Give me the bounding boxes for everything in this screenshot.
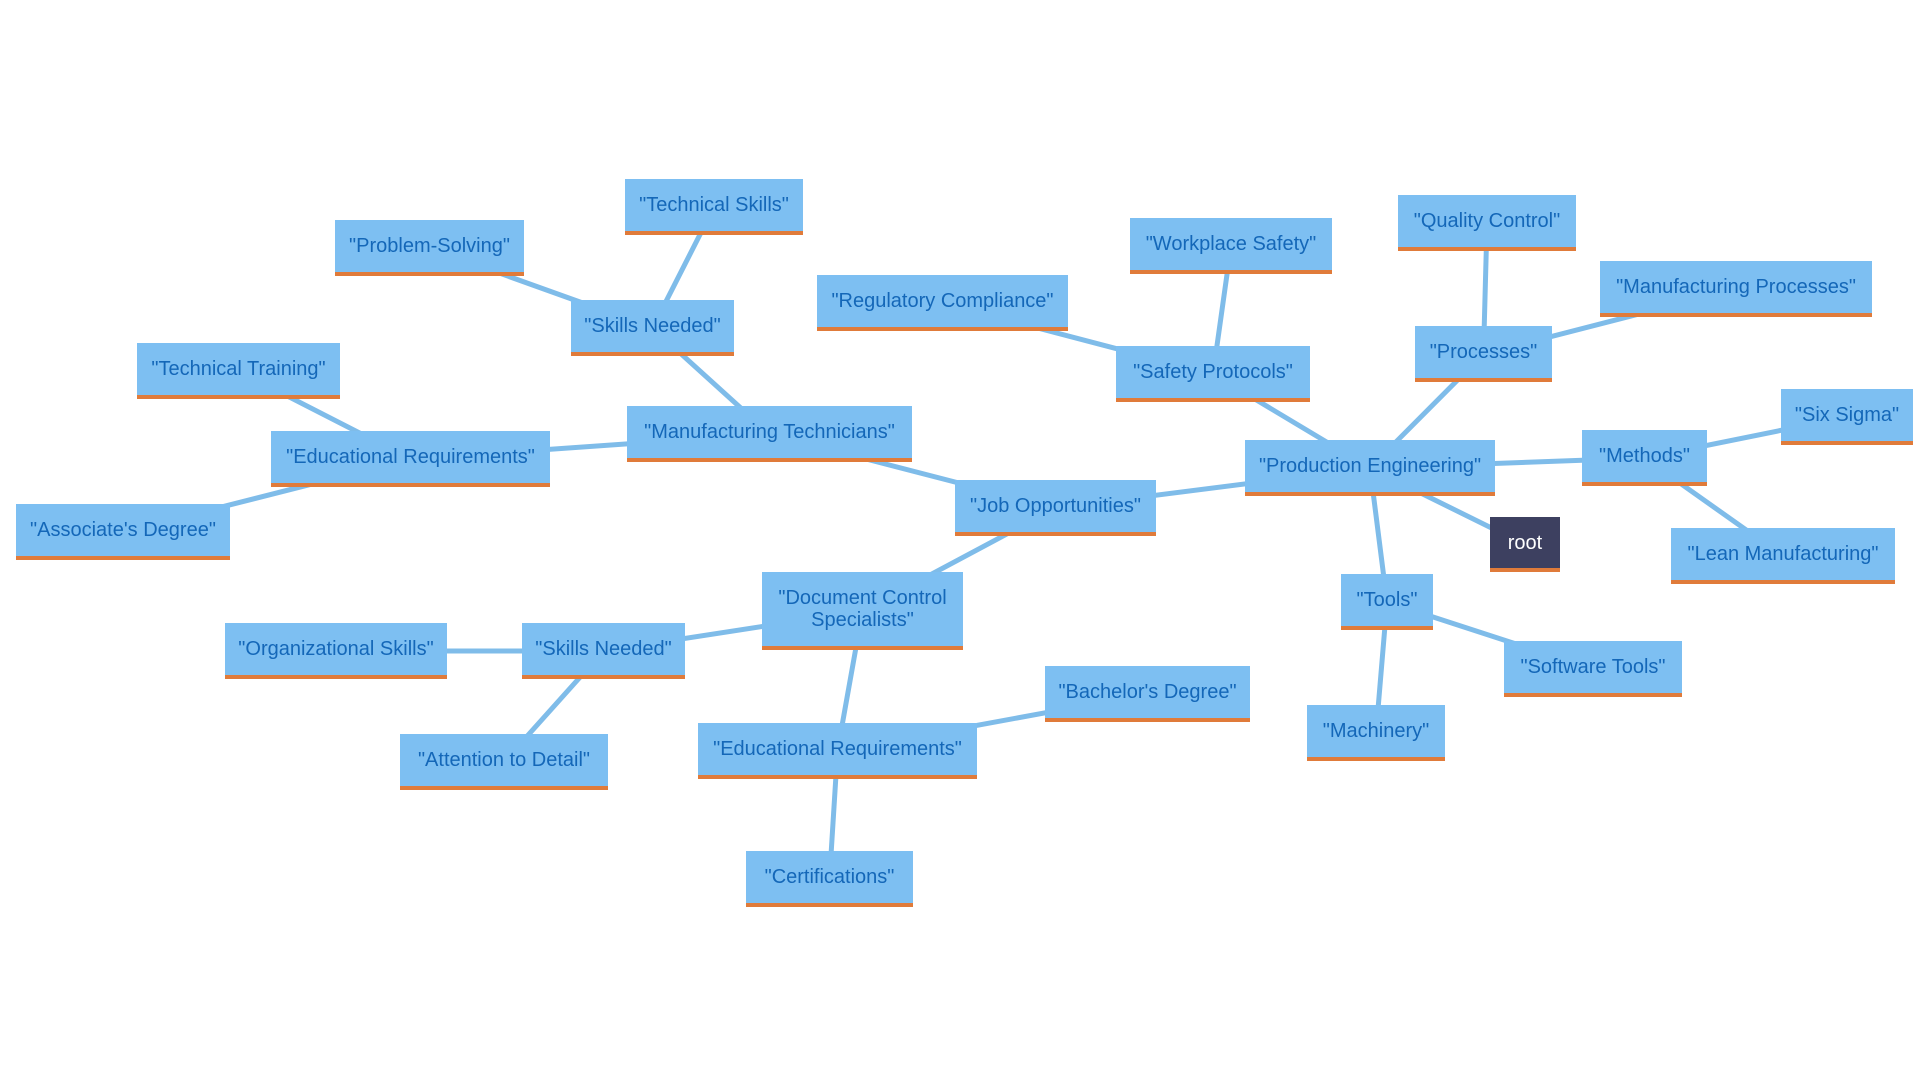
- node-tools[interactable]: "Tools": [1341, 574, 1433, 630]
- node-lean-manufacturing[interactable]: "Lean Manufacturing": [1671, 528, 1895, 584]
- node-mt-skills-needed[interactable]: "Skills Needed": [571, 300, 734, 356]
- node-software-tools[interactable]: "Software Tools": [1504, 641, 1682, 697]
- node-safety-protocols[interactable]: "Safety Protocols": [1116, 346, 1310, 402]
- node-methods[interactable]: "Methods": [1582, 430, 1707, 486]
- node-workplace-safety[interactable]: "Workplace Safety": [1130, 218, 1332, 274]
- node-regulatory-compliance[interactable]: "Regulatory Compliance": [817, 275, 1068, 331]
- node-quality-control[interactable]: "Quality Control": [1398, 195, 1576, 251]
- node-document-control-specialists[interactable]: "Document Control Specialists": [762, 572, 963, 650]
- node-machinery[interactable]: "Machinery": [1307, 705, 1445, 761]
- node-dcs-educational-requirements[interactable]: "Educational Requirements": [698, 723, 977, 779]
- node-root[interactable]: root: [1490, 517, 1560, 572]
- node-production-engineering[interactable]: "Production Engineering": [1245, 440, 1495, 496]
- node-organizational-skills[interactable]: "Organizational Skills": [225, 623, 447, 679]
- node-associates-degree[interactable]: "Associate's Degree": [16, 504, 230, 560]
- node-six-sigma[interactable]: "Six Sigma": [1781, 389, 1913, 445]
- node-job-opportunities[interactable]: "Job Opportunities": [955, 480, 1156, 536]
- node-mt-educational-requirements[interactable]: "Educational Requirements": [271, 431, 550, 487]
- node-processes[interactable]: "Processes": [1415, 326, 1552, 382]
- node-manufacturing-processes[interactable]: "Manufacturing Processes": [1600, 261, 1872, 317]
- node-certifications[interactable]: "Certifications": [746, 851, 913, 907]
- node-technical-training[interactable]: "Technical Training": [137, 343, 340, 399]
- node-bachelors-degree[interactable]: "Bachelor's Degree": [1045, 666, 1250, 722]
- node-technical-skills[interactable]: "Technical Skills": [625, 179, 803, 235]
- node-dcs-skills-needed[interactable]: "Skills Needed": [522, 623, 685, 679]
- node-manufacturing-technicians[interactable]: "Manufacturing Technicians": [627, 406, 912, 462]
- node-problem-solving[interactable]: "Problem-Solving": [335, 220, 524, 276]
- node-attention-to-detail[interactable]: "Attention to Detail": [400, 734, 608, 790]
